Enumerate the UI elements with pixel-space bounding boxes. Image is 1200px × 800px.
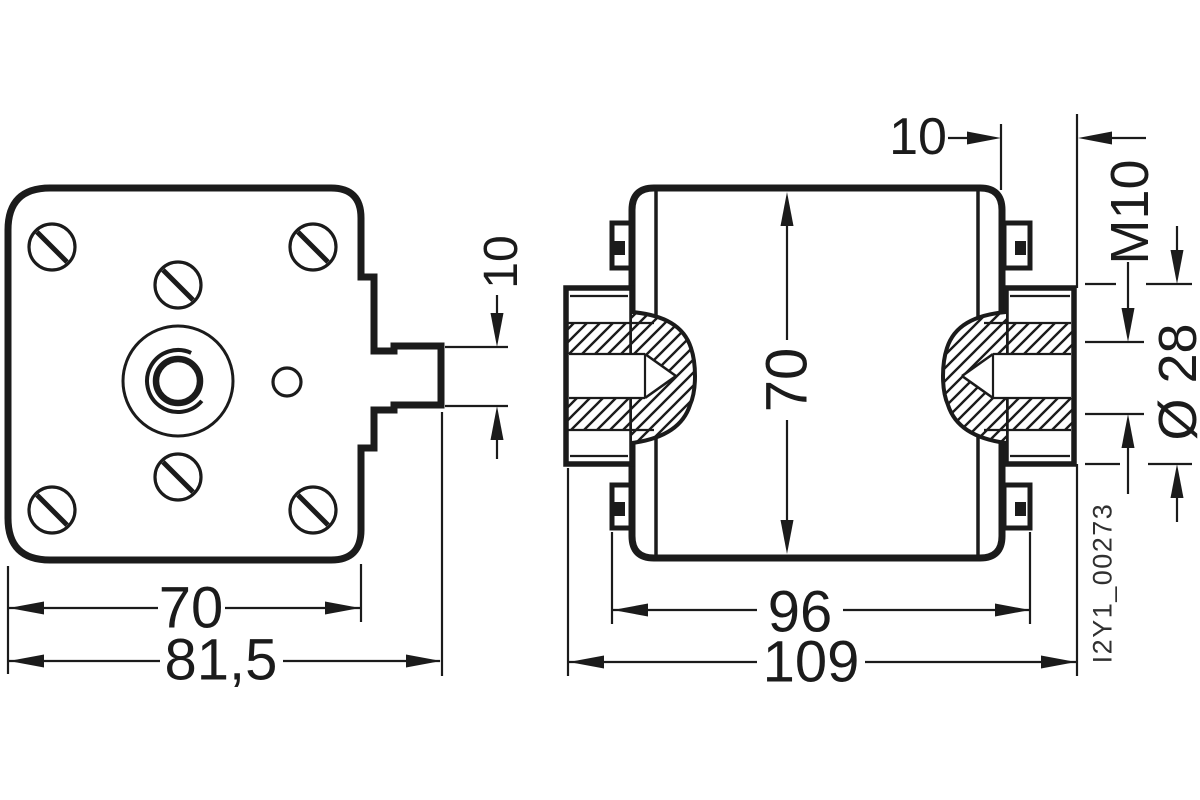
- center-boss: [121, 324, 235, 438]
- arrowhead: [490, 406, 504, 440]
- dim-label-front-tab-height: 10: [475, 235, 528, 288]
- section-hatch-band: [1006, 323, 1074, 354]
- screw-slot: [296, 230, 330, 264]
- dim-label-overall-length: 109: [763, 629, 860, 694]
- lug-slot: [614, 241, 625, 255]
- drill-cone-edge: [644, 374, 677, 400]
- front-view: 70 81,5 10: [4, 184, 528, 692]
- section-hatch-band: [566, 323, 632, 354]
- arrowhead: [995, 603, 1030, 617]
- section-hatch-band: [566, 398, 632, 430]
- drill-cone-edge: [961, 352, 994, 378]
- arrowhead: [1170, 464, 1184, 498]
- arrowhead: [569, 655, 604, 669]
- dim-label-lug-span: 96: [768, 579, 833, 644]
- arrowhead: [1041, 655, 1076, 669]
- screw-slot: [161, 268, 195, 302]
- terminal-left: [563, 285, 698, 467]
- screw-slot: [35, 230, 69, 264]
- lug-slot: [614, 502, 625, 516]
- mounting-screws: [27, 222, 338, 535]
- drill-cone: [645, 354, 676, 398]
- threaded-hole: [993, 354, 1071, 398]
- side-body-outline: [628, 184, 1006, 562]
- front-body-outline: [4, 184, 445, 564]
- drill-cone-edge: [961, 374, 994, 400]
- lug-slot: [1015, 241, 1026, 255]
- part-code-label: I2Y1_00273: [1087, 503, 1117, 664]
- side-view: 10 70 M10 Ø 28 96 109: [563, 108, 1200, 694]
- center-boss-open-arc: [145, 348, 204, 414]
- side-dimensions: 10 70 M10 Ø 28 96 109: [566, 108, 1200, 694]
- arrowhead: [325, 601, 360, 615]
- arrowhead: [780, 520, 794, 554]
- dim-label-terminal-projection: 10: [889, 108, 947, 166]
- arrowhead: [1121, 308, 1135, 342]
- dim-label-side-body-height: 70: [754, 348, 819, 413]
- drill-cone-edge: [644, 352, 677, 378]
- arrowhead: [9, 654, 44, 668]
- arrowhead: [1170, 250, 1184, 284]
- arrowhead: [490, 313, 504, 347]
- dim-label-front-body-width: 70: [159, 575, 224, 640]
- screw-slot: [296, 493, 330, 527]
- arrowhead: [967, 131, 1001, 145]
- screw-slot: [161, 460, 195, 494]
- terminal-nose-outline: [940, 310, 1007, 445]
- dim-label-thread-size: M10: [1100, 159, 1160, 264]
- arrowhead: [406, 654, 441, 668]
- arrowhead: [613, 603, 648, 617]
- lug-slot: [1015, 502, 1026, 516]
- arrowhead: [1121, 414, 1135, 448]
- arrowhead: [1078, 131, 1112, 145]
- arrowhead: [9, 601, 44, 615]
- terminal-right: [940, 285, 1077, 467]
- center-boss-outer-circle: [121, 324, 235, 438]
- arrowhead: [780, 192, 794, 226]
- drill-cone: [962, 354, 993, 398]
- pilot-hole: [271, 366, 303, 398]
- screw-slot: [35, 493, 69, 527]
- section-hatch-band: [1006, 398, 1074, 430]
- terminal-nose-outline: [631, 310, 698, 445]
- dim-label-terminal-diameter: Ø 28: [1148, 323, 1200, 440]
- front-dimensions: 70 81,5 10: [6, 235, 528, 692]
- threaded-hole: [569, 354, 645, 398]
- center-boss-ring: [152, 355, 204, 407]
- dim-label-front-overall-width: 81,5: [165, 627, 278, 692]
